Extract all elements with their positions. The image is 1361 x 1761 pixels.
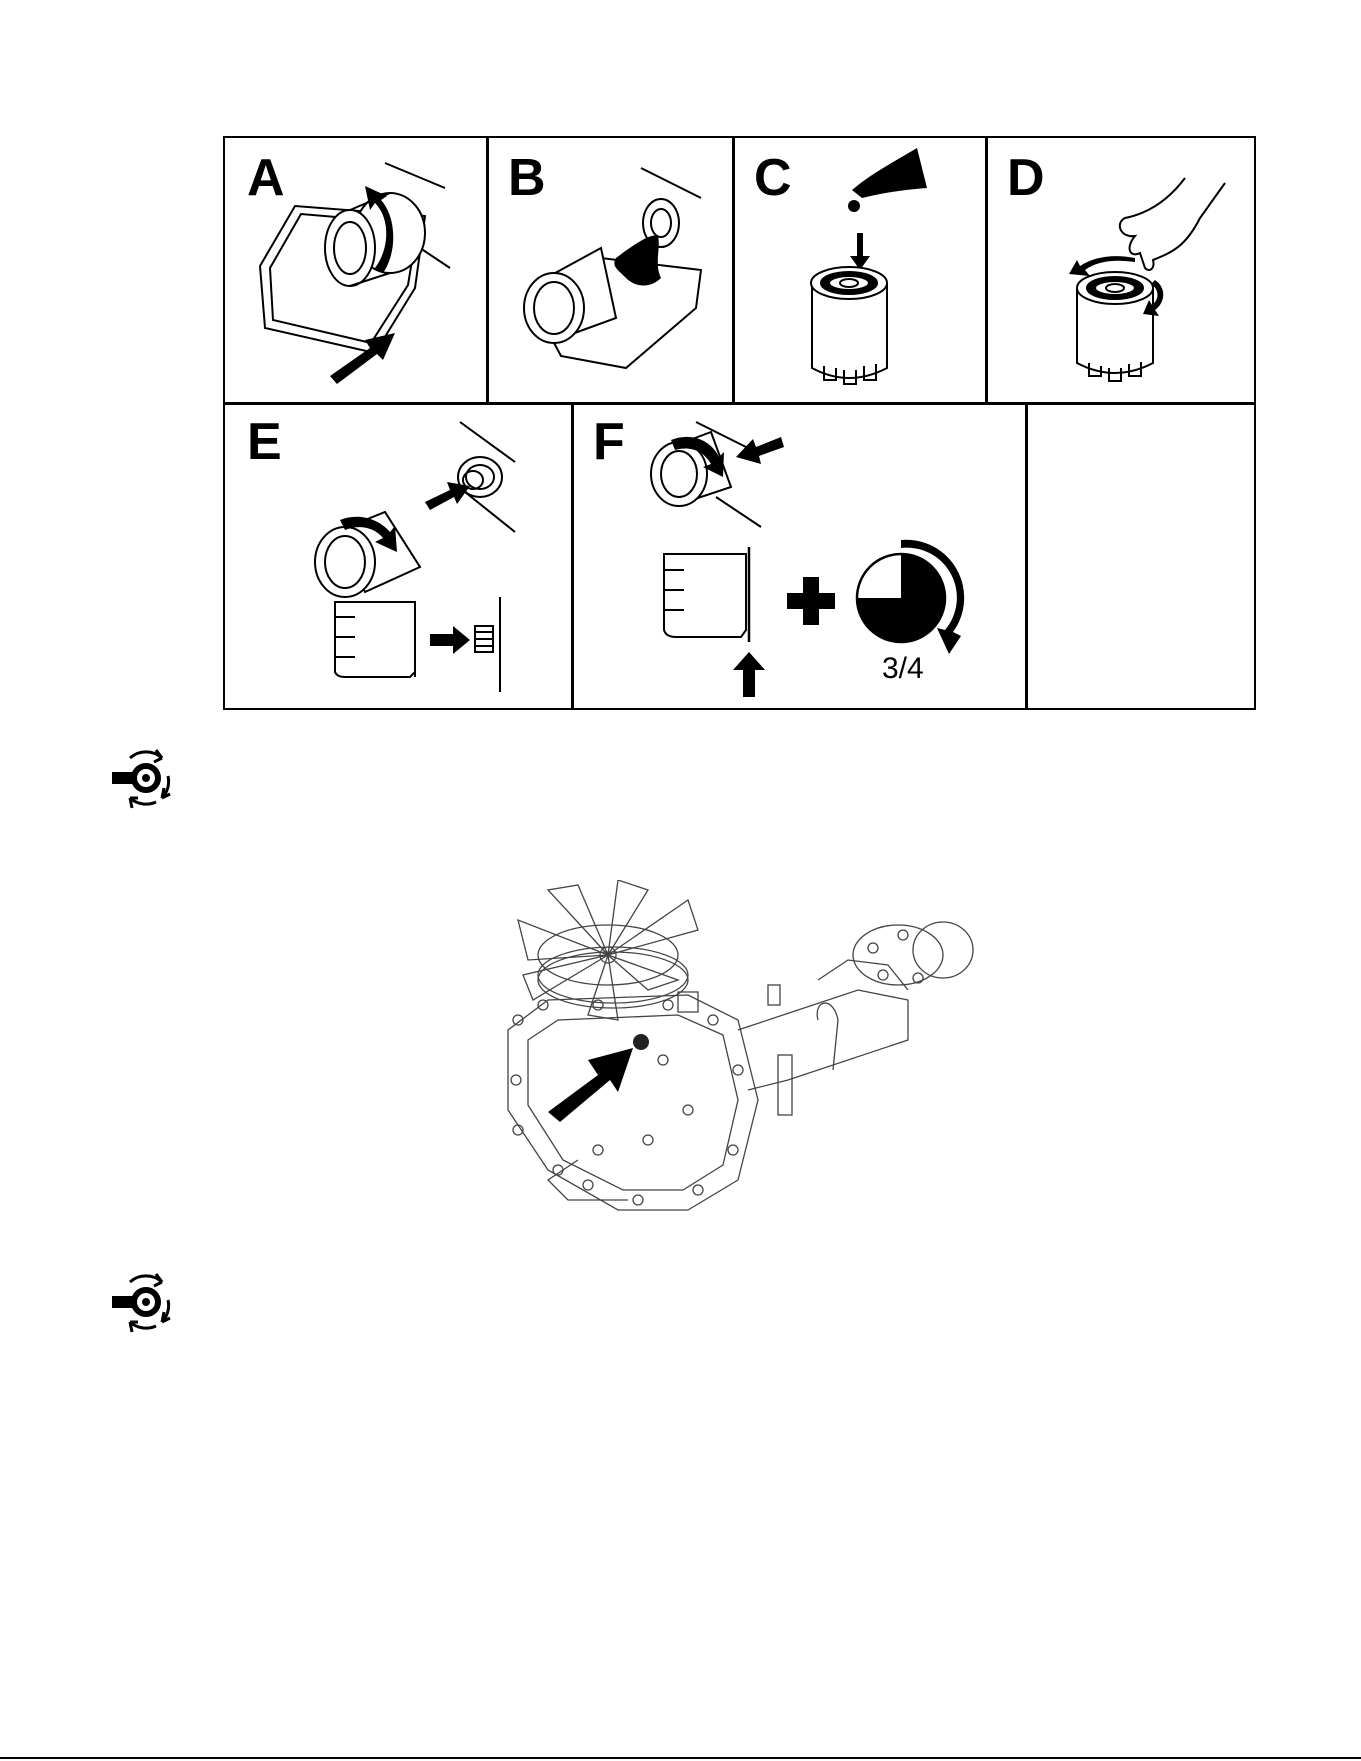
transmission-illustration — [488, 880, 988, 1240]
filter-cylinder — [524, 248, 616, 343]
service-interval-icon — [108, 1264, 184, 1340]
drain-plug — [633, 1034, 649, 1050]
step-d-panel: D — [985, 138, 1255, 402]
filter-cylinder — [811, 267, 887, 384]
up-arrow-icon — [733, 652, 765, 697]
step-c-panel: C — [732, 138, 985, 402]
cooling-fan — [518, 880, 698, 1020]
filter-side-view — [335, 602, 415, 677]
hand-icon — [1120, 178, 1225, 270]
push-arrow-icon — [736, 437, 784, 464]
install-filter-illustration — [225, 402, 571, 710]
oil-drip-icon — [614, 235, 661, 285]
lubricate-gasket-illustration — [985, 138, 1255, 402]
filter-cylinder — [1077, 272, 1153, 381]
empty-panel — [1027, 404, 1255, 710]
down-arrow-icon — [850, 233, 870, 270]
tighten-filter-illustration — [571, 402, 1025, 710]
push-arrow-icon — [425, 482, 470, 510]
oil-filter-steps-grid: A B — [223, 136, 1256, 710]
step-f-panel: F 3/4 — [571, 402, 1025, 710]
drain-pan-illustration — [225, 138, 486, 402]
drain-oil-illustration — [486, 138, 732, 402]
plus-icon — [787, 577, 835, 625]
step-a-panel: A — [225, 138, 486, 402]
oil-drop-icon — [848, 200, 860, 212]
page-bottom-rule — [0, 1757, 1361, 1759]
pointer-arrow-icon — [548, 1048, 633, 1122]
three-quarter-turn-icon — [857, 540, 964, 654]
oil-gasket-illustration — [732, 138, 985, 402]
right-arrow-icon — [430, 626, 470, 654]
oil-bottle-icon — [852, 148, 927, 198]
filter-side-view — [664, 554, 746, 637]
service-interval-icon — [108, 740, 184, 816]
threaded-stud — [475, 626, 493, 652]
step-e-panel: E — [225, 402, 571, 710]
step-b-panel: B — [486, 138, 732, 402]
turn-fraction-label: 3/4 — [882, 652, 924, 686]
